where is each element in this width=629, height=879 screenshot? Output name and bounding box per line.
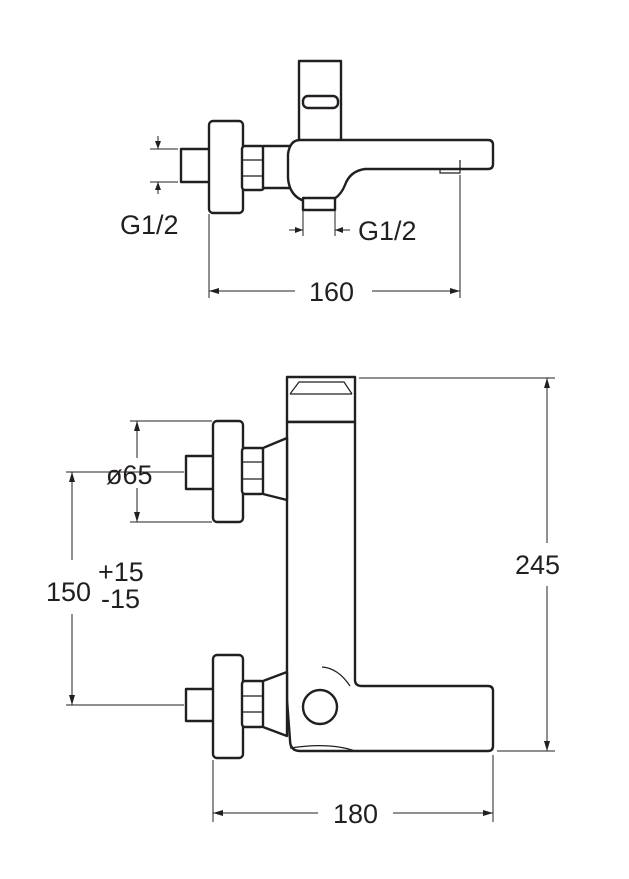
front-mixer-body xyxy=(285,420,495,753)
front-upper-inlet-pipe xyxy=(184,454,217,491)
front-lower-rosette xyxy=(211,653,245,760)
rosette-diameter-label: ø65 xyxy=(106,460,153,490)
front-lower-connector xyxy=(261,670,289,738)
top-view xyxy=(179,59,495,215)
front-view-dimensions: ø65 150 +15 -15 245 180 xyxy=(46,377,560,829)
top-outlet-pipe xyxy=(301,196,337,212)
front-lower-hex-nut xyxy=(240,679,266,729)
top-width-label: 160 xyxy=(309,277,354,307)
top-spout xyxy=(286,138,495,205)
top-hex-nut xyxy=(240,144,266,192)
front-upper-rosette xyxy=(211,419,245,524)
top-view-dimensions: G1/2 G1/2 160 xyxy=(120,136,461,307)
front-diverter-knob xyxy=(285,375,357,424)
top-rosette xyxy=(207,119,245,215)
center-distance-label: 150 xyxy=(46,577,91,607)
tolerance-plus-label: +15 xyxy=(98,557,144,587)
front-view xyxy=(184,375,495,760)
top-diverter-cap xyxy=(301,94,340,110)
front-upper-hex-nut xyxy=(240,446,266,496)
inlet-thread-label: G1/2 xyxy=(120,210,179,240)
top-inlet-pipe xyxy=(179,147,212,184)
front-diverter-button xyxy=(301,688,339,726)
front-lower-inlet-pipe xyxy=(184,687,217,723)
front-upper-connector xyxy=(261,436,289,502)
tolerance-minus-label: -15 xyxy=(101,584,140,614)
outlet-thread-label: G1/2 xyxy=(358,216,417,246)
front-width-label: 180 xyxy=(333,799,378,829)
front-height-label: 245 xyxy=(515,550,560,580)
